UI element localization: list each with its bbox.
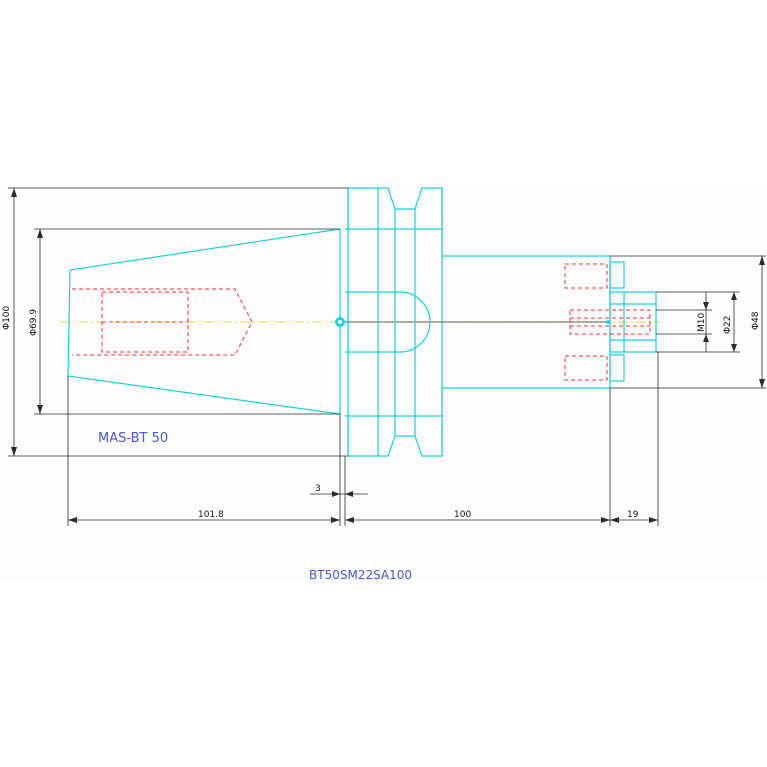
- dim-len-19-label: 19: [627, 510, 639, 520]
- dim-dia-48-label: Φ48: [751, 311, 761, 330]
- dim-len-100: 100: [345, 510, 610, 523]
- dim-len-19: 19: [610, 510, 658, 523]
- dim-dia-69-9: Φ69.9: [29, 228, 340, 415]
- drawing-title: MAS-BT 50: [98, 431, 168, 446]
- dim-gap-3-label: 3: [315, 484, 321, 494]
- dim-len-101-8: 101.8: [68, 510, 340, 523]
- drawing-background: [0, 185, 767, 580]
- dim-dia-22-label: Φ22: [723, 315, 733, 334]
- part-code: BT50SM22SA100: [309, 568, 412, 582]
- center-mark-right: [606, 320, 610, 324]
- dim-m10-label: M10: [697, 313, 707, 332]
- dim-dia-100: Φ100: [2, 187, 348, 457]
- dim-len-100-label: 100: [454, 510, 471, 520]
- dim-gap-3: 3: [310, 484, 368, 497]
- hidden-features: [72, 263, 651, 381]
- dim-dia-22: Φ22: [656, 291, 740, 353]
- center-mark-inner: [338, 320, 342, 324]
- flange-body: [345, 187, 610, 457]
- dim-dia-48: Φ48: [610, 255, 766, 389]
- dim-dia-100-label: Φ100: [2, 305, 12, 330]
- dim-m10: M10: [656, 292, 712, 352]
- dim-dia-69-9-label: Φ69.9: [29, 309, 39, 336]
- dim-len-101-8-label: 101.8: [198, 510, 224, 520]
